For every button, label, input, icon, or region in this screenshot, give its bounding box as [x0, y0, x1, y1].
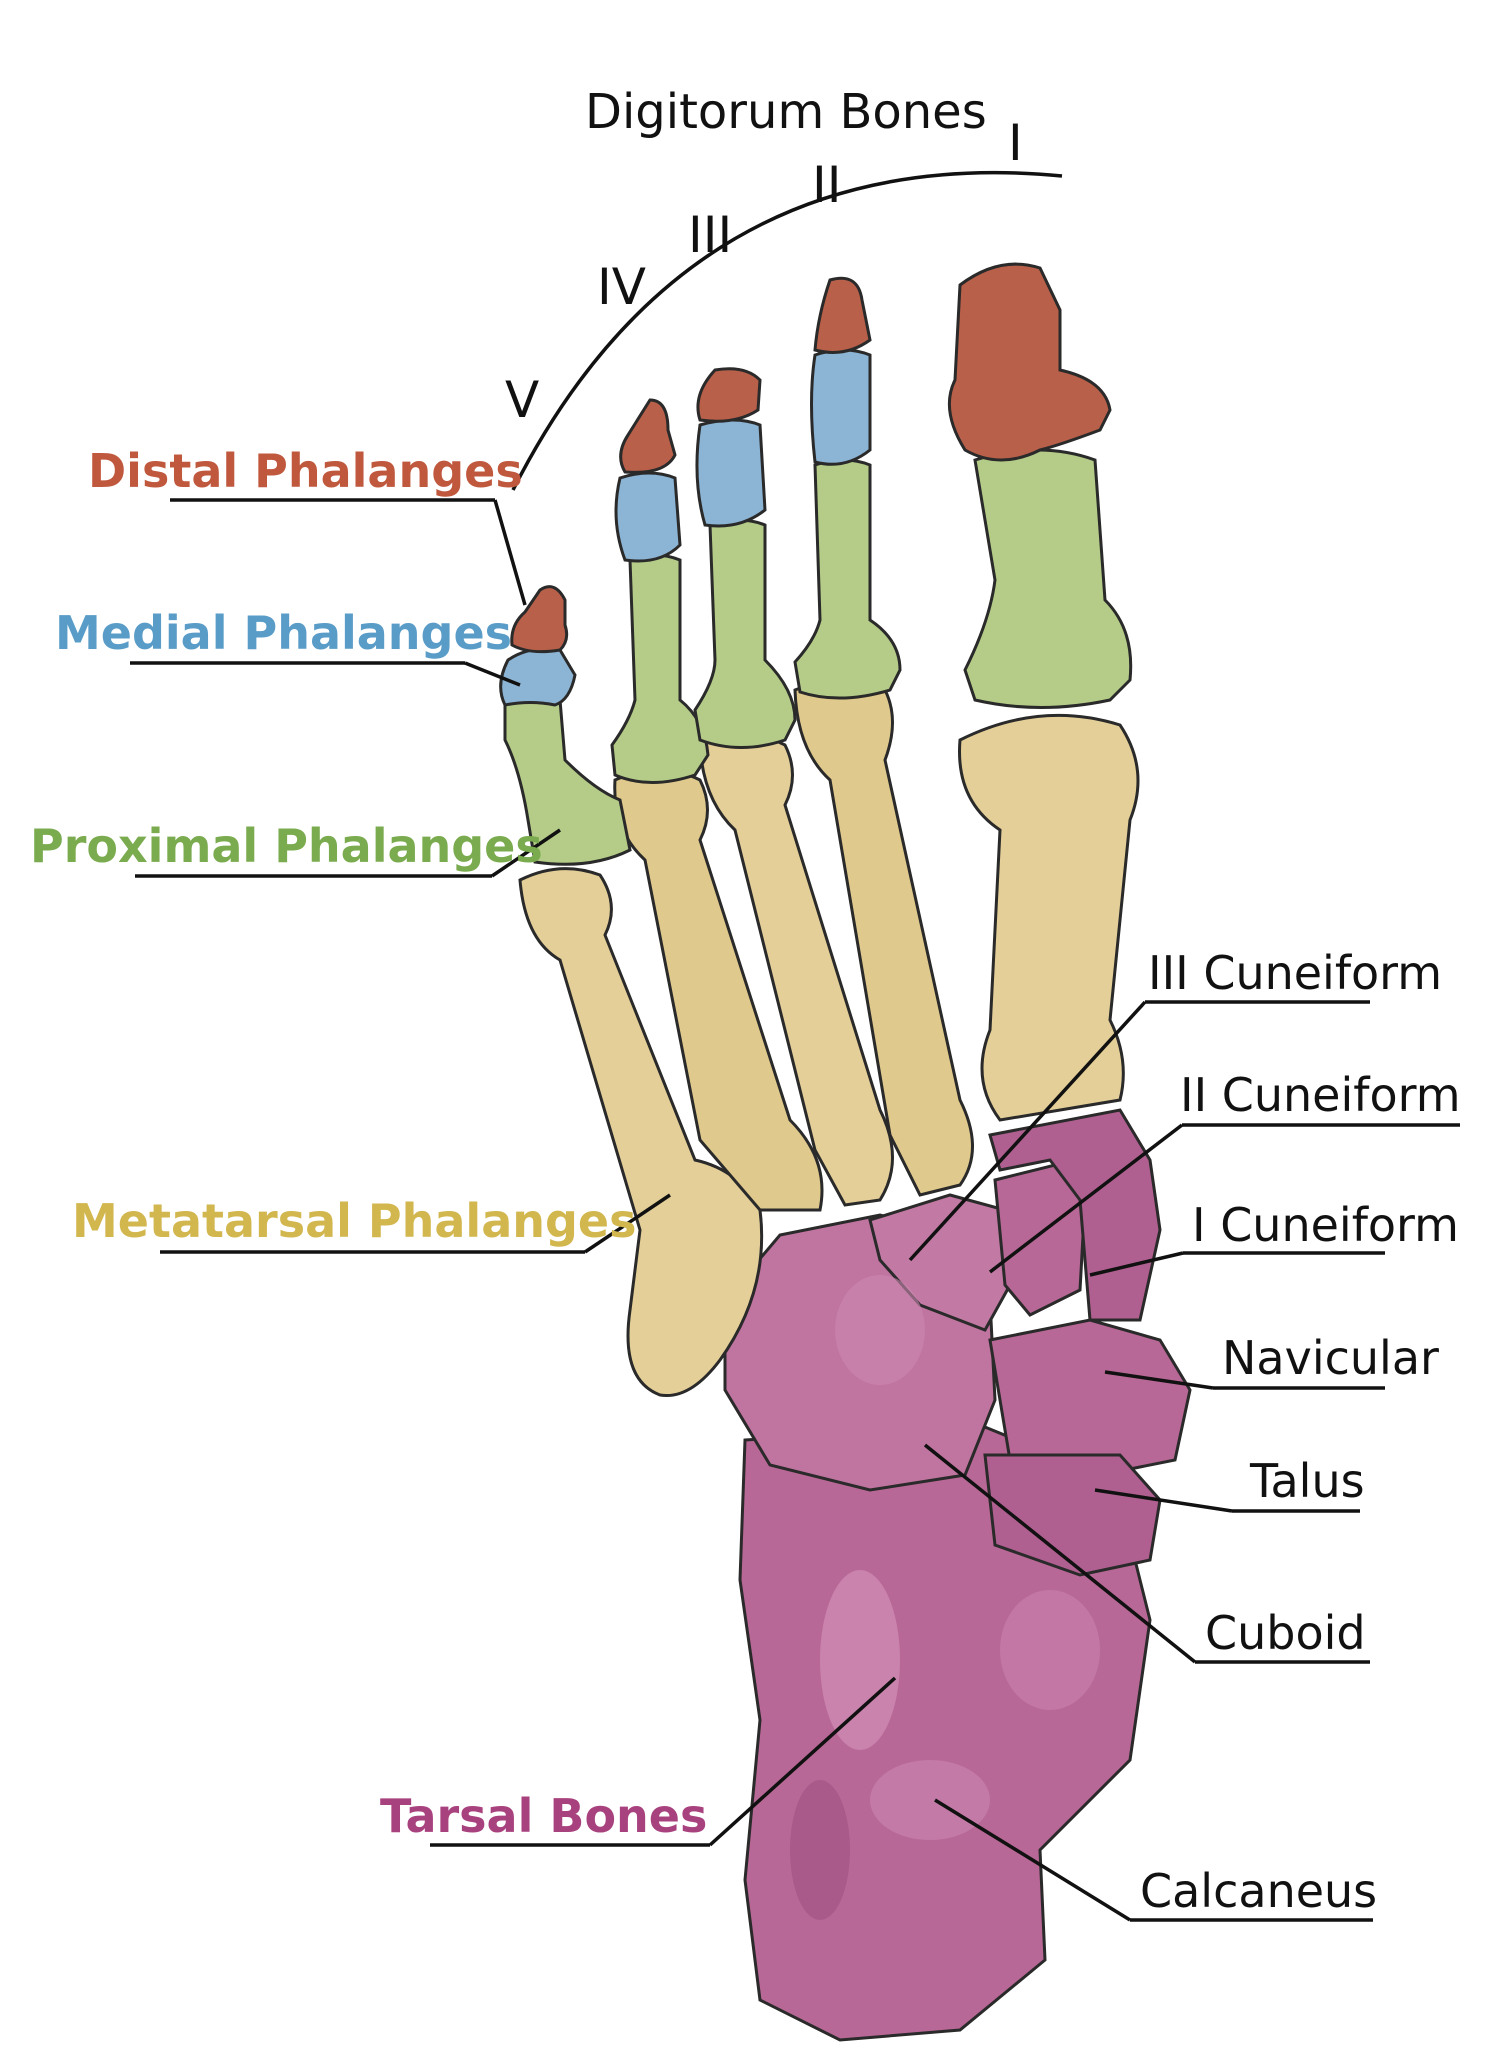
medial-phalanx-iii [695, 418, 767, 528]
label-navicular: Navicular [1222, 1331, 1439, 1385]
label-distal-phalanges: Distal Phalanges [88, 444, 523, 498]
distal-phalanx-i [947, 262, 1112, 462]
label-proximal-phalanges: Proximal Phalanges [30, 819, 543, 873]
talus-bone [983, 1453, 1162, 1577]
label-ii-cuneiform: II Cuneiform [1180, 1068, 1461, 1122]
medial-phalanx-ii [810, 348, 872, 466]
distal-phalanx-v [510, 585, 569, 654]
proximal-phalanx-i [963, 448, 1133, 709]
distal-phalanx-iv [619, 398, 677, 474]
tarsal-bones [723, 1108, 1192, 2042]
digit-label-iv: IV [597, 258, 646, 316]
distal-phalanx-bones [510, 262, 1112, 654]
label-medial-phalanges: Medial Phalanges [55, 606, 513, 660]
medial-phalanx-iv [614, 471, 682, 563]
proximal-phalanx-bones [503, 448, 1133, 866]
cuneiform-3-bone [868, 1193, 1012, 1332]
metatarsal-i [958, 713, 1140, 1122]
proximal-phalanx-iv [610, 553, 710, 784]
label-metatarsal-phalanges: Metatarsal Phalanges [72, 1194, 637, 1248]
proximal-phalanx-iii [693, 518, 797, 749]
label-i-cuneiform: I Cuneiform [1192, 1198, 1459, 1252]
metatarsal-v [518, 867, 764, 1398]
proximal-phalanx-ii [793, 458, 902, 700]
digit-label-ii: II [812, 156, 842, 214]
label-iii-cuneiform: III Cuneiform [1148, 946, 1443, 1000]
digitorum-title: Digitorum Bones [585, 84, 987, 140]
label-tarsal-bones: Tarsal Bones [380, 1789, 708, 1843]
distal-phalanx-ii [813, 276, 872, 354]
distal-phalanx-iii [696, 367, 762, 423]
medial-phalanx-bones [499, 348, 872, 707]
digitorum-arc [511, 171, 1063, 491]
label-cuboid: Cuboid [1205, 1606, 1366, 1660]
digit-label-iii: III [688, 206, 733, 264]
label-talus: Talus [1250, 1454, 1365, 1508]
digit-label-v: V [505, 371, 540, 429]
digit-label-i: I [1008, 114, 1023, 172]
label-calcaneus: Calcaneus [1140, 1864, 1378, 1918]
navicular-bone [988, 1318, 1192, 1477]
